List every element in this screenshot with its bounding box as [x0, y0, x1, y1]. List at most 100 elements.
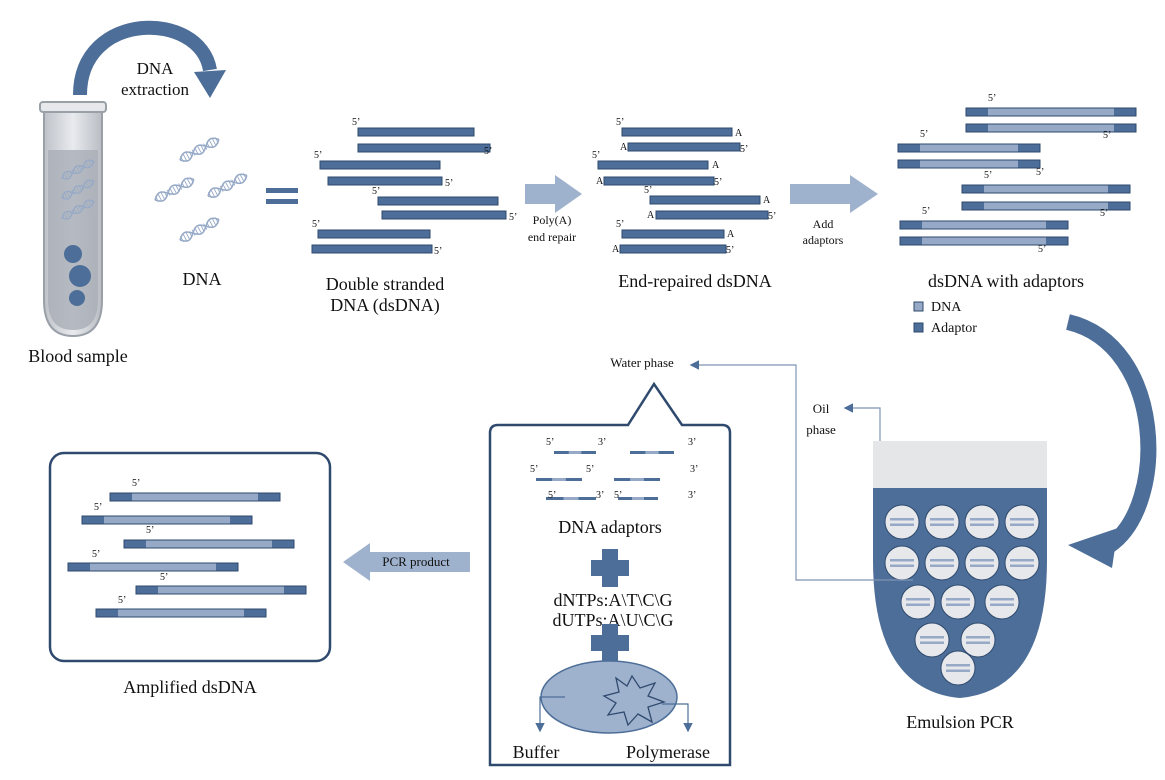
helix-strand: [179, 139, 220, 162]
helix-rung: [225, 182, 230, 189]
helix-rung: [242, 173, 247, 180]
five-prime-label: 5’: [94, 502, 102, 513]
five-prime-label: 5’: [372, 186, 380, 197]
helix-rung: [181, 181, 186, 189]
dna-strand: [123, 539, 295, 549]
helix-rung: [219, 185, 224, 192]
adaptor-segment: [272, 540, 294, 548]
dna-strand: [135, 585, 307, 595]
helix-rung: [83, 203, 87, 209]
helix-rung: [185, 152, 190, 159]
droplet-strand: [970, 518, 994, 521]
dutps-label: dUTPs:A\U\C\G: [552, 610, 673, 630]
dna-strand: [317, 229, 431, 239]
dna-helix-icon: [61, 179, 95, 200]
oil-phase-label-1: Oil: [813, 401, 830, 416]
adaptor-segment: [230, 516, 252, 524]
droplet-strand: [906, 598, 930, 601]
dna-helix-icon: [61, 159, 95, 180]
helix-rung: [237, 176, 242, 183]
five-prime-label: 5’: [1036, 167, 1044, 178]
strand-outline: [961, 201, 1131, 211]
legend-dna-label: DNA: [931, 300, 962, 315]
polya-label-1: Poly(A): [533, 213, 572, 227]
adaptor-segment: [1046, 237, 1068, 245]
dna-strand: [961, 184, 1131, 194]
base-a-label: A: [596, 176, 604, 187]
legend-adaptor-label: Adaptor: [931, 321, 977, 336]
dna-helix-icon: [179, 137, 220, 163]
five-prime-label: 5’: [740, 144, 748, 155]
five-prime-label: 5’: [714, 177, 722, 188]
helix-rung: [206, 221, 211, 229]
adaptor-segment: [966, 124, 988, 132]
emulsion-droplet: [960, 622, 996, 658]
dna-strand: [67, 562, 239, 572]
dna-adaptors-label: DNA adaptors: [558, 517, 661, 537]
adaptor-segment: [96, 609, 118, 617]
helix-strand: [61, 159, 94, 179]
droplet-strand: [930, 518, 954, 521]
amplified-strands: 5’5’5’5’5’5’: [67, 478, 307, 618]
adaptor-segment: [962, 185, 984, 193]
emulsion-droplet: [964, 504, 1000, 540]
dna-strand: [319, 160, 441, 170]
strand-outline: [961, 184, 1131, 194]
emulsion-pcr-label: Emulsion PCR: [906, 712, 1014, 732]
base-a-label: A: [712, 160, 720, 171]
pcr-product-label: PCR product: [382, 554, 450, 569]
adaptor-segment: [68, 563, 90, 571]
helix-rung: [157, 194, 162, 201]
mini-dna-segment: [552, 478, 566, 481]
helix-rung: [163, 191, 168, 198]
base-a-label: A: [612, 244, 620, 255]
helix-rung: [240, 174, 244, 182]
dna-strand: [655, 210, 769, 220]
helix-rung: [85, 161, 90, 168]
five-prime-label: 5’: [616, 117, 624, 128]
dna-strand: [357, 143, 491, 153]
droplet-strand: [970, 564, 994, 567]
helix-strand: [207, 173, 248, 197]
helix-rung: [62, 174, 66, 180]
dna-helix-icon: [154, 177, 195, 203]
helix-rung: [90, 179, 94, 185]
adaptor-segment: [966, 108, 988, 116]
helix-rung: [210, 190, 215, 197]
emulsion-droplet: [1004, 504, 1040, 540]
three-prime-label: 3’: [596, 490, 604, 501]
droplet-strand: [890, 518, 914, 521]
dna-helix-group: [154, 137, 248, 243]
adaptor-segment: [900, 237, 922, 245]
helix-rung: [178, 183, 183, 190]
helix-strand: [61, 160, 95, 180]
adaptor-segment: [216, 563, 238, 571]
adaptor-segment: [82, 516, 104, 524]
helix-strand: [154, 179, 195, 202]
star-burst-icon: [602, 674, 667, 727]
adaptor-segment: [124, 540, 146, 548]
droplet-strand: [1010, 523, 1034, 526]
blood-sample-label: Blood sample: [28, 346, 128, 366]
helix-rung: [66, 192, 70, 198]
extraction-label-2: extraction: [121, 80, 189, 99]
adaptor-segment: [898, 160, 920, 168]
dna-strand: [603, 176, 715, 186]
three-prime-label: 3’: [598, 437, 606, 448]
five-prime-label: 5’: [509, 212, 517, 223]
droplet-strand: [990, 598, 1014, 601]
helix-rung: [66, 212, 70, 218]
droplet-strand: [906, 603, 930, 606]
dna-strand: [649, 195, 761, 205]
adaptor-segment: [962, 202, 984, 210]
droplet-strand: [1010, 518, 1034, 521]
helix-rung: [182, 234, 187, 241]
dna-strand: [311, 244, 433, 254]
mini-dna-segment: [568, 451, 582, 454]
droplet-strand: [970, 559, 994, 562]
helix-rung: [188, 151, 193, 158]
adaptor-segment: [1018, 144, 1040, 152]
helix-rung: [166, 189, 171, 196]
helix-rung: [200, 225, 205, 232]
adaptor-segment: [1046, 221, 1068, 229]
